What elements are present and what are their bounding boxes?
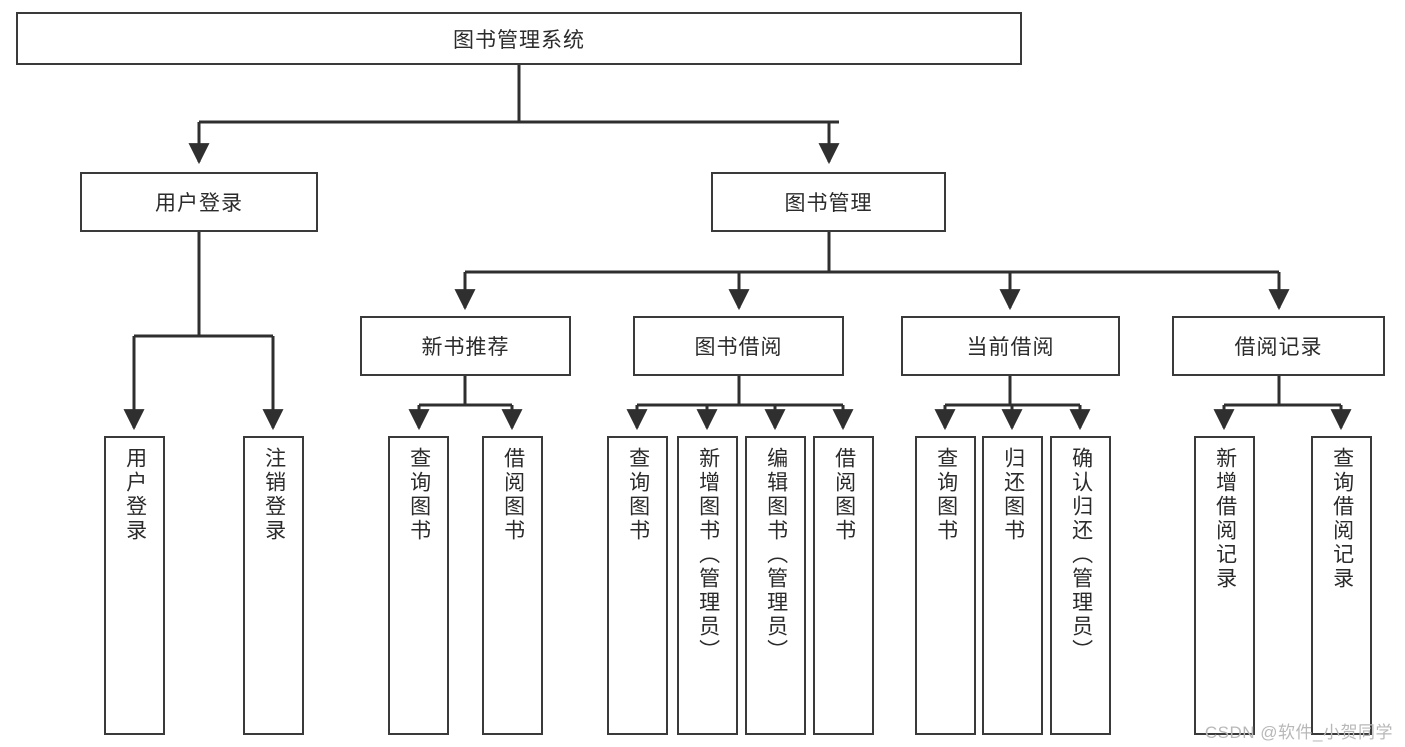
node-book-borrow[interactable]: 图书借阅 xyxy=(633,316,844,376)
node-leaf-query-book-1[interactable]: 查询图书 xyxy=(388,436,449,735)
node-label: 查询借阅记录 xyxy=(1330,447,1354,591)
node-book-management[interactable]: 图书管理 xyxy=(711,172,946,232)
node-leaf-logout-login[interactable]: 注销登录 xyxy=(243,436,304,735)
node-label: 查询图书 xyxy=(934,447,958,543)
node-label: 借阅记录 xyxy=(1234,336,1323,359)
node-leaf-add-book[interactable]: 新增图书（管理员） xyxy=(677,436,738,735)
node-current-borrow[interactable]: 当前借阅 xyxy=(901,316,1120,376)
node-label: 新增图书（管理员） xyxy=(696,447,720,663)
node-label: 归还图书 xyxy=(1001,447,1025,543)
node-label: 图书管理系统 xyxy=(453,28,585,52)
node-label: 借阅图书 xyxy=(501,447,525,543)
node-label: 查询图书 xyxy=(626,447,650,543)
node-label: 用户登录 xyxy=(155,192,243,215)
node-leaf-borrow-book-2[interactable]: 借阅图书 xyxy=(813,436,874,735)
node-leaf-return-book[interactable]: 归还图书 xyxy=(982,436,1043,735)
node-label: 借阅图书 xyxy=(832,447,856,543)
node-label: 新增借阅记录 xyxy=(1213,447,1237,591)
node-label: 图书借阅 xyxy=(694,336,783,359)
node-label: 当前借阅 xyxy=(966,336,1055,359)
node-leaf-user-login[interactable]: 用户登录 xyxy=(104,436,165,735)
node-borrow-record[interactable]: 借阅记录 xyxy=(1172,316,1385,376)
node-label: 图书管理 xyxy=(784,192,873,215)
node-label: 新书推荐 xyxy=(421,336,510,359)
node-user-login[interactable]: 用户登录 xyxy=(80,172,318,232)
node-leaf-edit-book[interactable]: 编辑图书（管理员） xyxy=(745,436,806,735)
node-leaf-query-record[interactable]: 查询借阅记录 xyxy=(1311,436,1372,735)
node-label: 查询图书 xyxy=(407,447,431,543)
node-leaf-query-book-3[interactable]: 查询图书 xyxy=(915,436,976,735)
node-new-book-recommend[interactable]: 新书推荐 xyxy=(360,316,571,376)
node-root-system[interactable]: 图书管理系统 xyxy=(16,12,1022,65)
node-leaf-query-book-2[interactable]: 查询图书 xyxy=(607,436,668,735)
node-leaf-add-record[interactable]: 新增借阅记录 xyxy=(1194,436,1255,735)
node-leaf-borrow-book-1[interactable]: 借阅图书 xyxy=(482,436,543,735)
node-label: 用户登录 xyxy=(123,447,147,543)
node-label: 编辑图书（管理员） xyxy=(764,447,788,663)
csdn-watermark: CSDN @软件_小贺同学 xyxy=(1204,723,1393,742)
node-leaf-confirm-return[interactable]: 确认归还（管理员） xyxy=(1050,436,1111,735)
node-label: 注销登录 xyxy=(262,447,286,543)
node-label: 确认归还（管理员） xyxy=(1069,447,1093,663)
